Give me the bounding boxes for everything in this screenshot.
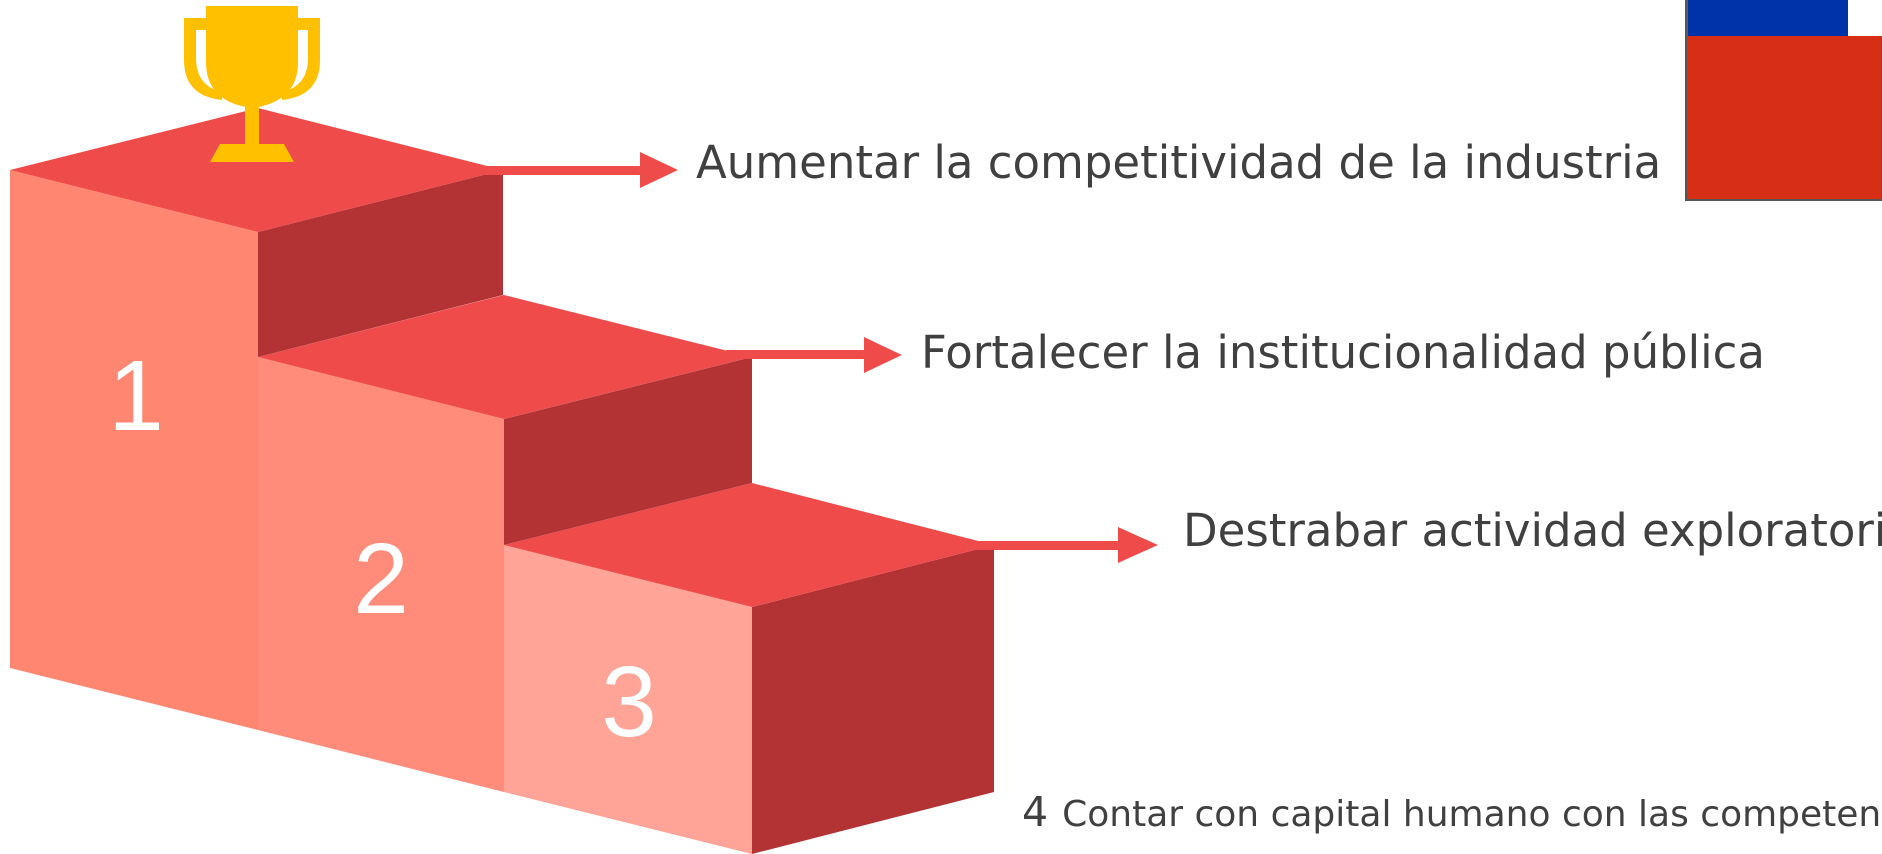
step-1-front-face — [10, 170, 258, 730]
step-2-label: Fortalecer la institucionalidad pública — [921, 326, 1765, 379]
step-2-top-face — [258, 295, 752, 419]
step-3-top-face — [504, 483, 994, 607]
step-3-front-face — [504, 545, 752, 854]
item-4-number: 4 — [1022, 788, 1049, 836]
step-3-number: 3 — [601, 646, 657, 758]
arrow-1 — [480, 152, 678, 188]
step-2-side-face — [504, 357, 752, 545]
step-2-number: 2 — [353, 523, 409, 635]
step-2-front-face — [258, 357, 504, 792]
arrow-2 — [726, 337, 902, 373]
step-3-label: Destrabar actividad exploratoria — [1183, 504, 1882, 557]
step-1-label: Aumentar la competitividad de la industr… — [696, 136, 1662, 189]
step-1-side-face — [258, 170, 503, 357]
step-1-top-face — [10, 108, 503, 232]
arrow-3 — [960, 527, 1158, 563]
trophy-icon — [184, 6, 320, 162]
step-1-number: 1 — [108, 340, 164, 452]
step-3-side-face — [752, 545, 994, 854]
flag-icon — [1685, 0, 1882, 201]
item-4-label: Contar con capital humano con las compet… — [1062, 794, 1882, 835]
